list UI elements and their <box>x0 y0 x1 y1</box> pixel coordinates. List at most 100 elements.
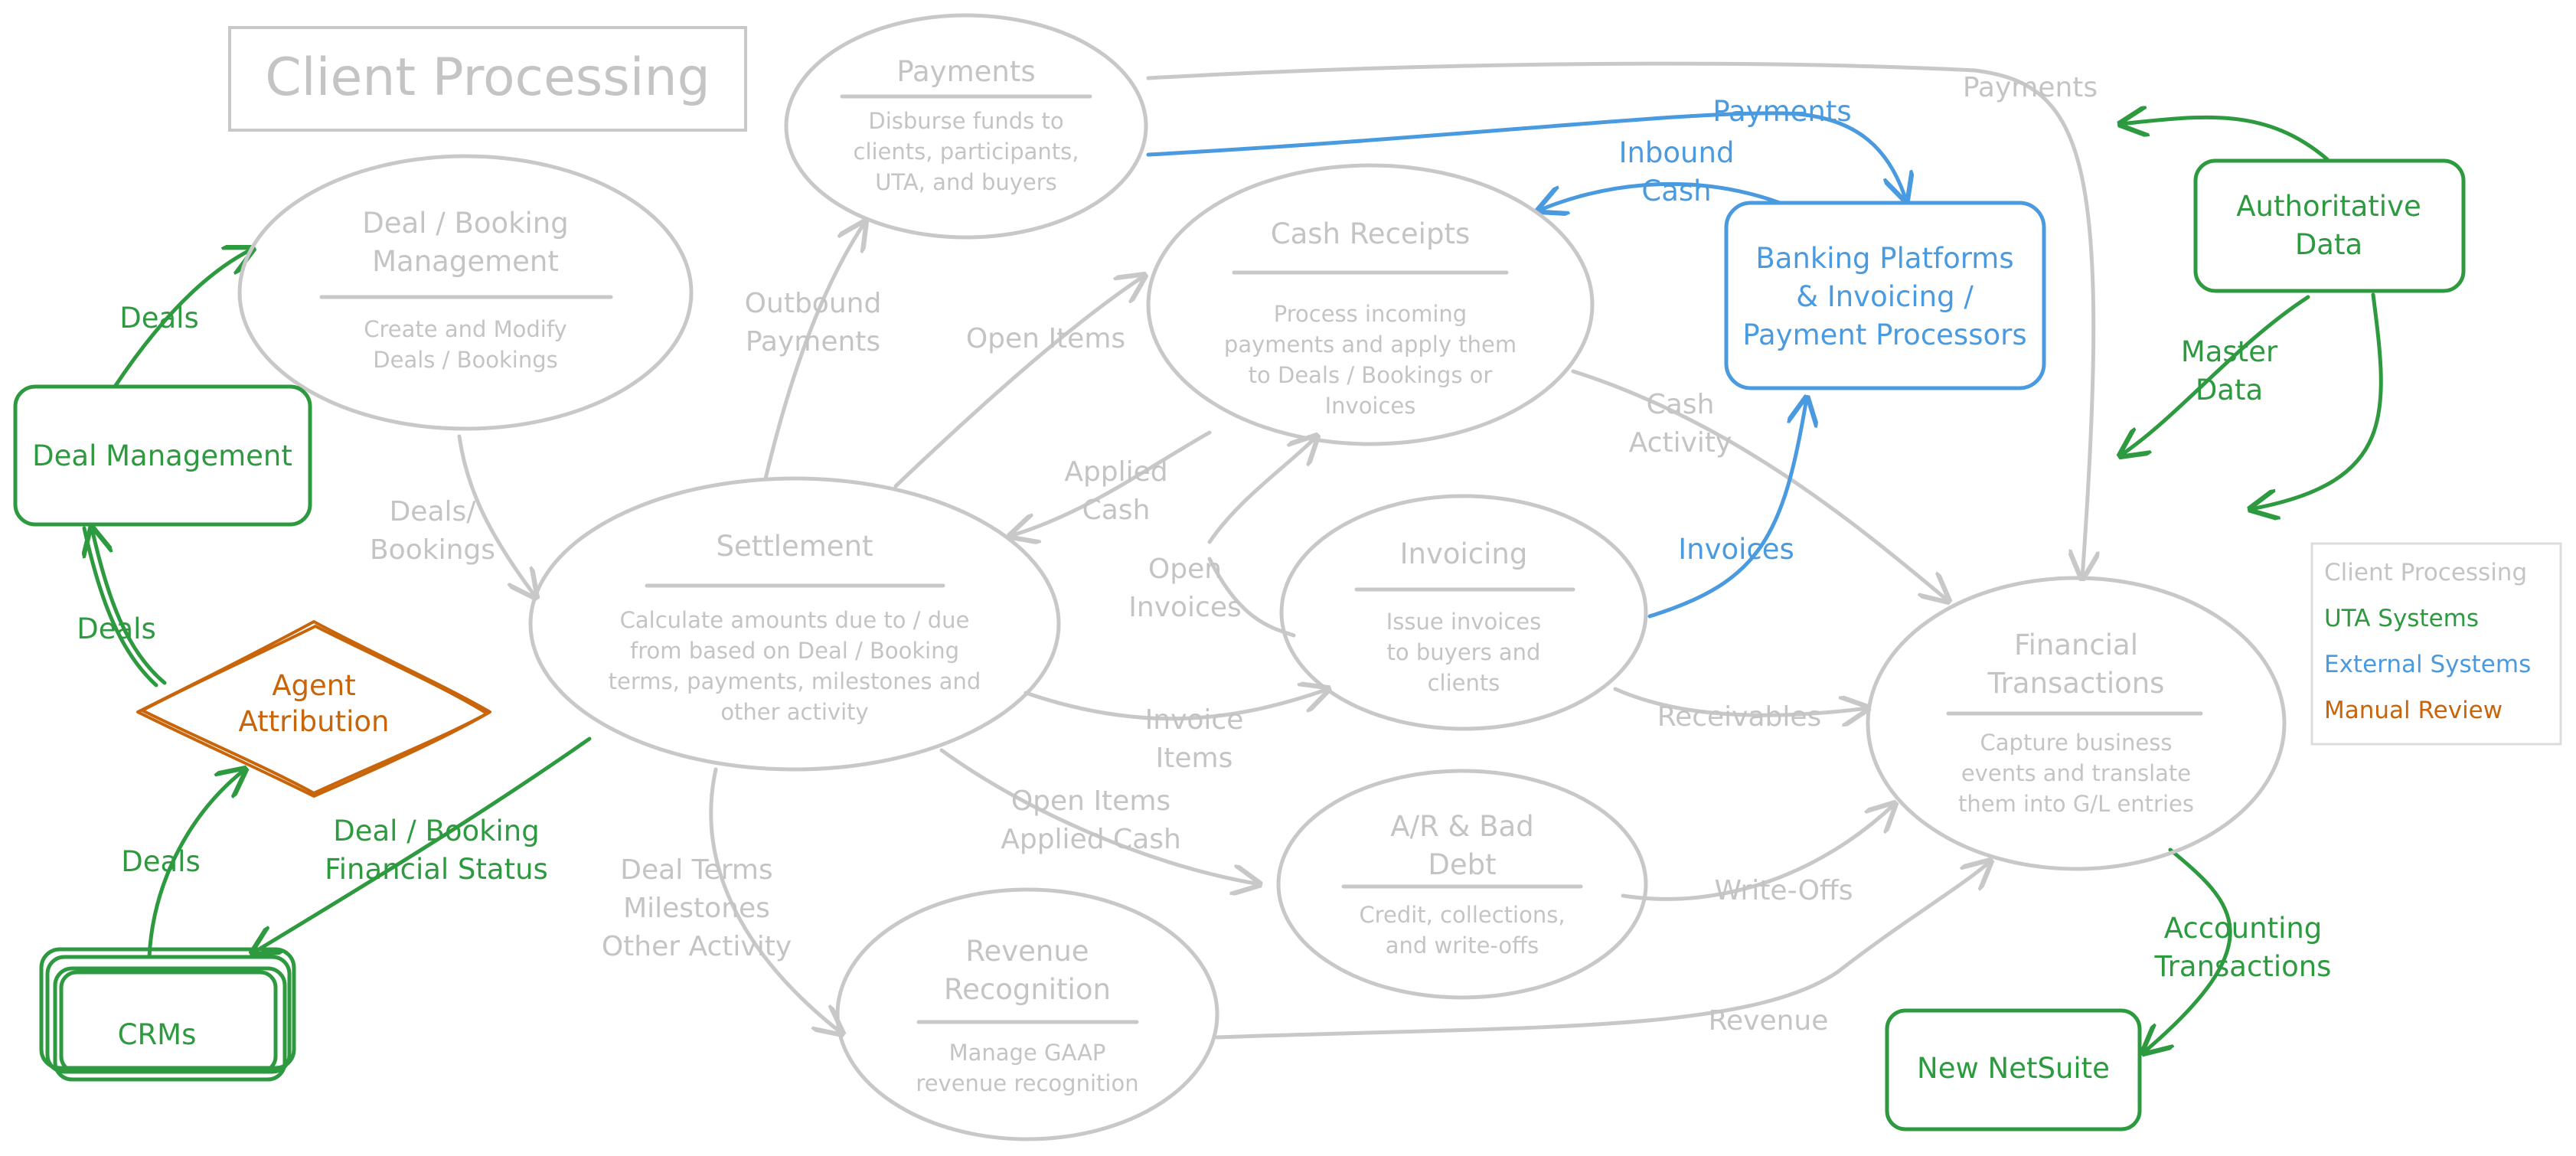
edge-authoritative-to-master <box>2251 292 2383 509</box>
edge-settlement-to-ar <box>939 748 1259 884</box>
external-edges <box>1146 111 1906 619</box>
edge-authoritative-to-financial <box>2121 295 2310 456</box>
edge-revenue-to-financial <box>1215 861 1990 1040</box>
label-applied-cash-2: Cash <box>1082 495 1151 526</box>
label-deals-low: Deals <box>121 845 200 878</box>
label-open-items-applied-1: Open Items <box>1011 785 1170 817</box>
process-deal-booking: Deal / Booking Management Create and Mod… <box>237 154 694 431</box>
edge-attribution-to-deal-mgmt <box>92 528 167 685</box>
legend-frame <box>2310 542 2562 746</box>
invoicing-desc-3: clients <box>1428 670 1500 696</box>
revenue-desc-2: revenue recognition <box>916 1070 1138 1096</box>
label-cash-activity-1: Cash <box>1647 389 1715 420</box>
invoicing-title: Invoicing <box>1400 537 1528 570</box>
system-authoritative-data: Authoritative Data <box>2193 158 2466 293</box>
revenue-desc-1: Manage GAAP <box>949 1040 1106 1066</box>
process-cash-receipts: Cash Receipts Process incoming payments … <box>1146 163 1595 446</box>
label-accounting-2: Transactions <box>2154 950 2332 983</box>
label-revenue: Revenue <box>1709 1005 1829 1037</box>
banking-label-3: Payment Processors <box>1742 318 2026 351</box>
diagram-title: Client Processing <box>228 26 747 132</box>
label-cash-activity-2: Activity <box>1629 427 1732 459</box>
label-master-data-1: Master <box>2181 335 2278 368</box>
edge-settlement-to-payments <box>763 222 865 481</box>
label-write-offs: Write-Offs <box>1715 875 1853 906</box>
settlement-title: Settlement <box>716 530 873 563</box>
edge-invoicing-to-financial <box>1613 687 1868 715</box>
edge-invoicing-to-cash-receipts <box>1207 436 1317 544</box>
banking-label-1: Banking Platforms <box>1755 242 2013 275</box>
edge-settlement-to-revenue <box>709 767 842 1034</box>
label-open-items-top: Open Items <box>966 323 1125 354</box>
system-new-netsuite: New NetSuite <box>1885 1008 2142 1132</box>
cash-receipts-title: Cash Receipts <box>1271 217 1470 250</box>
label-payments-top: Payments <box>1963 72 2098 103</box>
edge-attribution-to-deal-mgmt-b <box>82 526 158 687</box>
label-outbound-1: Outbound <box>745 288 882 319</box>
process-revenue-recognition: Revenue Recognition Manage GAAP revenue … <box>835 887 1219 1141</box>
label-receivables: Receivables <box>1657 701 1822 733</box>
deal-booking-desc-2: Deals / Bookings <box>373 347 557 373</box>
ar-desc-2: and write-offs <box>1386 932 1539 958</box>
financial-title-1: Financial <box>2014 629 2138 661</box>
settlement-desc-3: terms, payments, milestones and <box>609 668 981 694</box>
invoicing-desc-1: Issue invoices <box>1386 609 1542 635</box>
process-ar-bad-debt: A/R & Bad Debt Credit, collections, and … <box>1276 769 1648 1000</box>
label-invoices-blue: Invoices <box>1678 533 1794 566</box>
label-open-invoices-1: Open <box>1148 554 1222 585</box>
process-payments: Payments Disburse funds to clients, part… <box>784 13 1148 240</box>
label-inbound-cash-1: Inbound <box>1619 136 1735 169</box>
cash-receipts-desc-2: payments and apply them <box>1224 331 1517 358</box>
edge-settlement-to-invoicing <box>1024 689 1328 721</box>
payments-desc-1: Disburse funds to <box>868 108 1063 134</box>
label-deals-top: Deals <box>119 302 198 335</box>
payments-desc-2: clients, participants, <box>854 139 1079 165</box>
process-edges <box>457 61 2094 1040</box>
label-master-data-2: Data <box>2196 374 2263 407</box>
legend: Client Processing UTA Systems External S… <box>2310 542 2562 746</box>
edge-payments-to-banking <box>1146 111 1906 201</box>
financial-desc-3: them into G/L entries <box>1958 791 2194 817</box>
title-text: Client Processing <box>265 47 710 108</box>
cash-receipts-desc-1: Process incoming <box>1274 301 1467 327</box>
ar-desc-1: Credit, collections, <box>1359 902 1565 928</box>
process-settlement: Settlement Calculate amounts due to / du… <box>528 476 1061 772</box>
label-deal-status-2: Financial Status <box>325 853 548 886</box>
process-financial-transactions: Financial Transactions Capture business … <box>1866 576 2287 871</box>
edge-settlement-to-crms <box>253 736 592 953</box>
edge-settlement-to-cash-receipts <box>893 276 1144 488</box>
label-inbound-cash-2: Cash <box>1641 175 1711 207</box>
legend-client-processing: Client Processing <box>2324 559 2527 586</box>
label-deals-mid: Deals <box>77 612 155 645</box>
banking-label-2: & Invoicing / <box>1796 280 1974 313</box>
label-deal-terms-3: Other Activity <box>602 931 792 962</box>
label-deals-bookings-2: Bookings <box>370 534 495 566</box>
system-banking: Banking Platforms & Invoicing / Payment … <box>1724 201 2046 390</box>
settlement-desc-2: from based on Deal / Booking <box>630 638 959 664</box>
edge-labels: Payments Payments Inbound Cash Outbound … <box>77 72 2331 1037</box>
agent-attribution-label-2: Attribution <box>239 705 390 738</box>
deal-management-label: Deal Management <box>32 439 292 472</box>
label-applied-cash-1: Applied <box>1064 456 1167 488</box>
cash-receipts-desc-4: Invoices <box>1325 393 1416 419</box>
settlement-desc-1: Calculate amounts due to / due <box>620 607 970 633</box>
financial-desc-2: events and translate <box>1961 760 2191 786</box>
edge-ar-to-financial <box>1621 804 1895 901</box>
financial-title-2: Transactions <box>1987 667 2165 700</box>
edge-cash-receipts-to-financial <box>1571 369 1948 601</box>
payments-title: Payments <box>896 55 1035 88</box>
label-open-items-applied-2: Applied Cash <box>1001 824 1181 855</box>
system-agent-attribution: Agent Attribution <box>136 620 491 798</box>
edge-crms-to-attribution <box>147 769 245 959</box>
edge-deal-to-settlement <box>457 434 536 597</box>
edge-financial-to-netsuite <box>2143 847 2232 1053</box>
crms-label: CRMs <box>118 1018 197 1051</box>
authoritative-label-2: Data <box>2295 228 2362 261</box>
agent-attribution-label-1: Agent <box>272 669 356 702</box>
authoritative-label-1: Authoritative <box>2236 190 2421 223</box>
system-crms: CRMs <box>39 947 296 1082</box>
deal-booking-title-1: Deal / Booking <box>362 207 569 240</box>
label-deal-status-1: Deal / Booking <box>333 815 540 847</box>
